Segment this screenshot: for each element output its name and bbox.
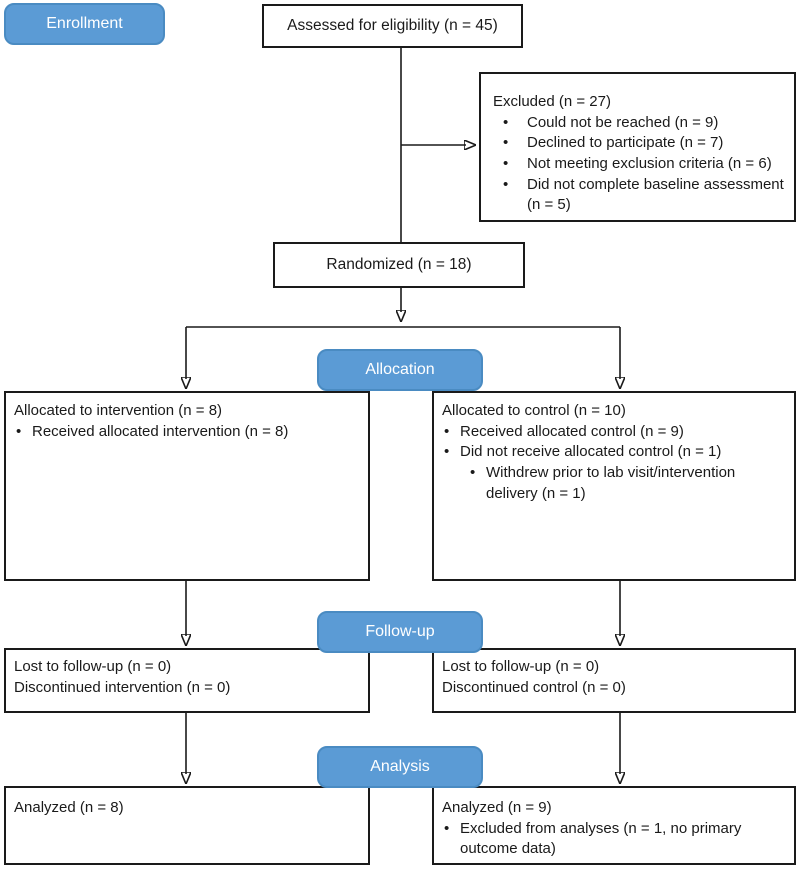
excluded-title: Excluded (n = 27)	[493, 93, 611, 110]
followup-control-box: Lost to follow-up (n = 0) Discontinued c…	[432, 648, 796, 713]
stage-label-analysis-text: Analysis	[370, 758, 430, 775]
assessed-for-eligibility-text: Assessed for eligibility (n = 45)	[287, 17, 498, 35]
excluded-bullet-item: • Not meeting exclusion criteria (n = 6)	[493, 154, 788, 175]
bullet-marker: •	[470, 464, 476, 482]
allocated-control-box: Allocated to control (n = 10) • Received…	[432, 391, 796, 581]
allocated-intervention-box: Allocated to intervention (n = 8) • Rece…	[4, 391, 370, 581]
analyzed-control-box: Analyzed (n = 9) • Excluded from analyse…	[432, 786, 796, 865]
bullet-marker: •	[503, 113, 509, 131]
followup-intervention-box: Lost to follow-up (n = 0) Discontinued i…	[4, 648, 370, 713]
followup-control-line: Lost to follow-up (n = 0)	[442, 658, 600, 675]
analyzed-control-bullet-item: • Excluded from analyses (n = 1, no prim…	[442, 819, 786, 860]
excluded-bullet-text: Did not complete baseline assessment (n …	[527, 175, 784, 214]
followup-intervention-line: Discontinued intervention (n = 0)	[14, 678, 231, 696]
stage-label-followup: Follow-up	[317, 611, 483, 653]
bullet-marker: •	[503, 155, 509, 173]
stage-label-allocation: Allocation	[317, 349, 483, 391]
allocated-control-bullet-text: Received allocated control (n = 9)	[460, 422, 684, 440]
analyzed-control-bullet-text: Excluded from analyses (n = 1, no primar…	[460, 819, 742, 858]
analyzed-control-title: Analyzed (n = 9)	[442, 799, 552, 816]
followup-intervention-line: Lost to follow-up (n = 0)	[14, 658, 172, 675]
allocated-control-sub-bullet-text: Withdrew prior to lab visit/intervention…	[486, 464, 736, 502]
allocated-control-bullet-text: Did not receive allocated control (n = 1…	[460, 443, 722, 461]
bullet-marker: •	[503, 175, 509, 193]
stage-label-enrollment: Enrollment	[4, 3, 165, 45]
excluded-bullet-text: Not meeting exclusion criteria (n = 6)	[527, 155, 772, 173]
stage-label-enrollment-text: Enrollment	[46, 15, 123, 32]
randomized-box: Randomized (n = 18)	[273, 242, 525, 288]
excluded-bullet-item: • Declined to participate (n = 7)	[493, 133, 788, 154]
bullet-marker: •	[16, 422, 22, 440]
allocated-intervention-bullet-text: Received allocated intervention (n = 8)	[32, 422, 289, 440]
analyzed-intervention-title: Analyzed (n = 8)	[14, 799, 124, 816]
stage-label-analysis: Analysis	[317, 746, 483, 788]
bullet-marker: •	[503, 134, 509, 152]
allocated-intervention-title: Allocated to intervention (n = 8)	[14, 402, 223, 419]
allocated-control-bullet-item: • Did not receive allocated control (n =…	[442, 442, 786, 463]
excluded-box: Excluded (n = 27) • Could not be reached…	[479, 72, 796, 222]
bullet-marker: •	[444, 819, 450, 837]
excluded-bullet-item: • Did not complete baseline assessment (…	[493, 175, 788, 216]
randomized-text: Randomized (n = 18)	[326, 256, 472, 274]
excluded-bullet-text: Could not be reached (n = 9)	[527, 113, 719, 131]
assessed-for-eligibility-box: Assessed for eligibility (n = 45)	[262, 4, 523, 48]
analyzed-intervention-box: Analyzed (n = 8)	[4, 786, 370, 865]
excluded-bullet-item: • Could not be reached (n = 9)	[493, 113, 788, 134]
excluded-bullet-text: Declined to participate (n = 7)	[527, 134, 724, 152]
followup-control-line: Discontinued control (n = 0)	[442, 678, 626, 696]
allocated-control-sub-bullet-item: • Withdrew prior to lab visit/interventi…	[470, 463, 786, 504]
allocated-control-title: Allocated to control (n = 10)	[442, 402, 626, 419]
stage-label-allocation-text: Allocation	[365, 361, 435, 378]
allocated-control-bullet-item: • Received allocated control (n = 9)	[442, 422, 786, 443]
bullet-marker: •	[444, 422, 450, 440]
allocated-intervention-bullet-item: • Received allocated intervention (n = 8…	[14, 422, 362, 443]
bullet-marker: •	[444, 443, 450, 461]
stage-label-followup-text: Follow-up	[365, 623, 435, 640]
